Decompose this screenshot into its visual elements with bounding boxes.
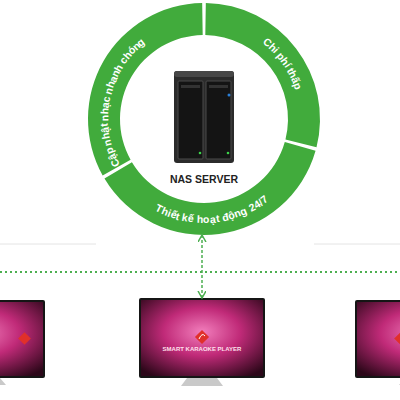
logo-icon (195, 330, 209, 344)
server-circle: NAS SERVERCập nhật nhạc nhanh chóngChi p… (88, 3, 320, 235)
nas-top (174, 71, 234, 77)
tv-right (355, 300, 400, 385)
arc-shape (88, 3, 203, 175)
status-led (227, 152, 230, 155)
logo-swirl (199, 335, 205, 339)
arc-letter: o (203, 213, 210, 225)
screen-logo-text: SMART KARAOKE PLAYER (139, 346, 265, 353)
tv-stand (181, 378, 223, 386)
bay-handle (209, 85, 228, 88)
tv-node: SMART KARAOKE PLAYER (139, 298, 265, 388)
status-led (199, 152, 202, 155)
ring-segment: Thiết kế hoạt động 24/7 (88, 3, 320, 235)
tv-screen-art (139, 298, 265, 388)
faint-line (0, 244, 96, 245)
tv-bezel (139, 298, 265, 378)
arc-shape (104, 142, 315, 235)
power-led (228, 94, 231, 97)
arc-letter: n (98, 114, 110, 121)
faint-line (314, 244, 400, 245)
arc-letter: h (197, 213, 204, 225)
drive-bay (178, 81, 203, 159)
network-line (0, 271, 400, 273)
tv-screen (141, 300, 263, 376)
tv-left (0, 300, 45, 385)
arc-letter: h (98, 108, 110, 115)
arc-letter: ế (187, 212, 194, 225)
arc-shape (205, 3, 320, 147)
ring-arc (88, 3, 320, 235)
nas-body (174, 71, 234, 163)
arc-label: Thiết kế hoạt động 24/7 (88, 3, 320, 235)
link-arrow (201, 235, 203, 298)
drive-bay (206, 81, 231, 159)
bay-handle (181, 85, 200, 88)
